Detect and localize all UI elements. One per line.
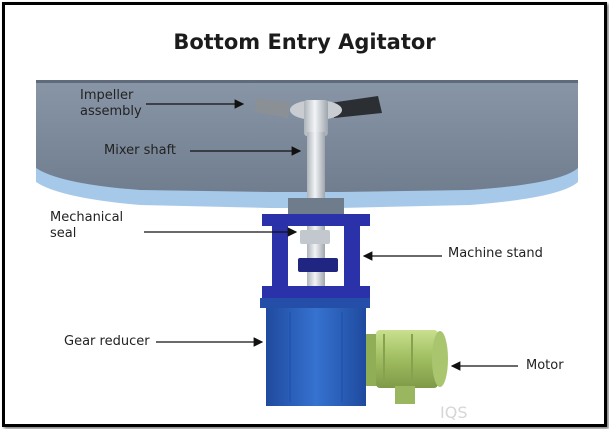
impeller-assembly xyxy=(255,96,382,136)
label-mechanical-seal: Mechanical seal xyxy=(50,210,124,241)
diagram-title: Bottom Entry Agitator xyxy=(173,30,436,54)
label-impeller-assembly: Impeller assembly xyxy=(80,88,142,119)
motor xyxy=(366,330,448,404)
tank-nozzle xyxy=(288,198,344,216)
watermark: IQS xyxy=(440,403,467,422)
gear-reducer xyxy=(260,298,370,406)
label-machine-stand: Machine stand xyxy=(448,246,543,261)
machine-stand xyxy=(262,214,370,298)
mechanical-seal xyxy=(300,230,330,244)
label-gear-reducer: Gear reducer xyxy=(64,334,150,349)
label-motor: Motor xyxy=(526,358,564,373)
label-mixer-shaft: Mixer shaft xyxy=(104,143,177,158)
